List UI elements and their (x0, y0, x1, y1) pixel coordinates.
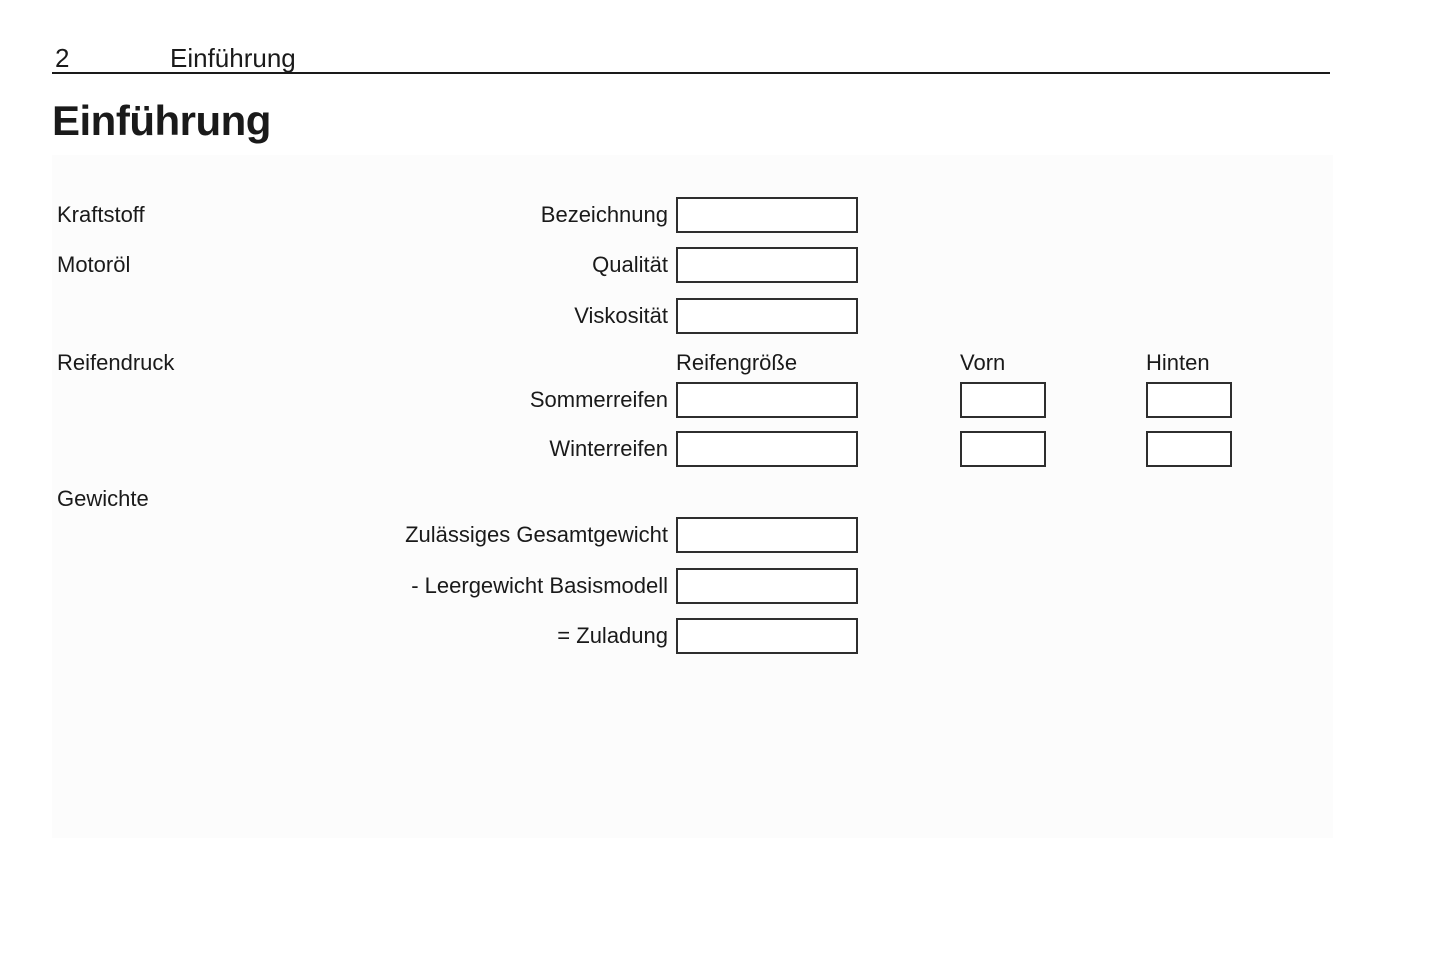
column-header-vorn: Vorn (960, 350, 1006, 375)
leergewicht-input[interactable] (676, 568, 858, 604)
header-divider (52, 72, 1330, 74)
running-header-title: Einführung (170, 43, 296, 73)
winterreifen-vorn-input[interactable] (960, 431, 1046, 467)
bezeichnung-input[interactable] (676, 197, 858, 233)
page-title: Einführung (52, 97, 271, 144)
section-label-gewichte: Gewichte (57, 486, 149, 511)
sommerreifen-reifengroesse-input[interactable] (676, 382, 858, 418)
field-label-winterreifen: Winterreifen (549, 436, 668, 461)
viskositaet-input[interactable] (676, 298, 858, 334)
column-header-reifengroesse: Reifengröße (676, 350, 798, 375)
section-label-motoroel: Motoröl (57, 252, 131, 277)
field-label-qualitaet: Qualität (592, 252, 668, 277)
sommerreifen-hinten-input[interactable] (1146, 382, 1232, 418)
field-label-viskositaet: Viskosität (574, 303, 668, 328)
winterreifen-reifengroesse-input[interactable] (676, 431, 858, 467)
winterreifen-hinten-input[interactable] (1146, 431, 1232, 467)
section-label-reifendruck: Reifendruck (57, 350, 175, 375)
field-label-sommerreifen: Sommerreifen (529, 387, 668, 412)
content-panel: Kraftstoff Motoröl Reifendruck Gewichte … (52, 155, 1333, 838)
qualitaet-input[interactable] (676, 247, 858, 283)
field-label-gesamtgewicht: Zulässiges Gesamtgewicht (405, 522, 668, 547)
field-label-leergewicht: - Leergewicht Basismodell (411, 573, 668, 598)
field-label-bezeichnung: Bezeichnung (540, 202, 668, 227)
field-label-zuladung: = Zuladung (557, 623, 668, 648)
gesamtgewicht-input[interactable] (676, 517, 858, 553)
sommerreifen-vorn-input[interactable] (960, 382, 1046, 418)
zuladung-input[interactable] (676, 618, 858, 654)
page-number: 2 (55, 43, 70, 73)
section-label-kraftstoff: Kraftstoff (57, 202, 145, 227)
column-header-hinten: Hinten (1146, 350, 1210, 375)
